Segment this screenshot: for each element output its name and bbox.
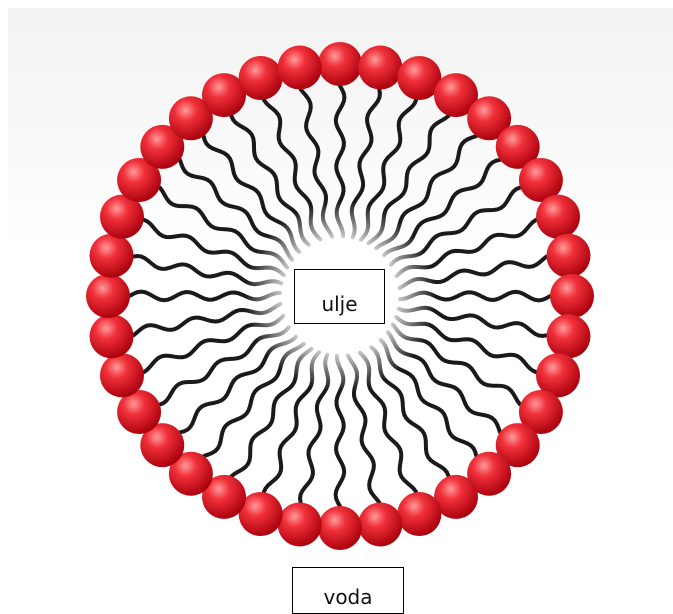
head-1 (358, 46, 402, 90)
head-35 (278, 46, 322, 90)
head-9 (550, 274, 594, 318)
water-label-text: voda (323, 585, 372, 609)
head-8 (546, 234, 590, 278)
oil-label-text: ulje (321, 292, 357, 316)
head-17 (358, 502, 402, 546)
head-34 (239, 56, 283, 100)
water-label: voda (292, 567, 404, 614)
head-16 (397, 492, 441, 536)
head-18 (318, 506, 362, 550)
head-10 (546, 314, 590, 358)
oil-label: ulje (294, 269, 385, 324)
head-19 (278, 502, 322, 546)
head-26 (90, 314, 134, 358)
head-25 (100, 353, 144, 397)
head-27 (86, 274, 130, 318)
head-28 (90, 234, 134, 278)
head-0 (318, 42, 362, 86)
head-7 (536, 195, 580, 239)
